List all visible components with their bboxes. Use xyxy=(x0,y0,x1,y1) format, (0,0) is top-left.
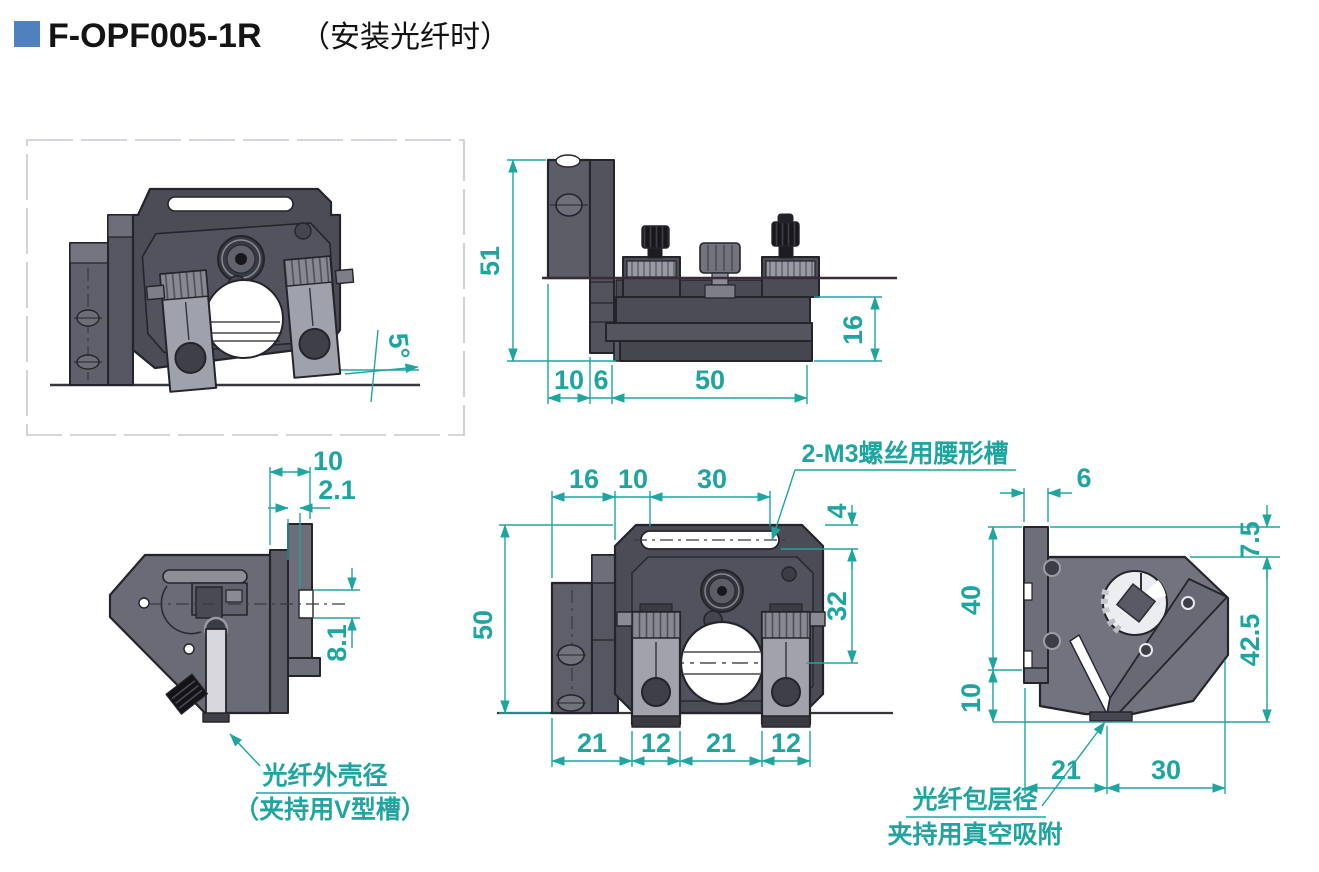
dim-front-12b: 12 xyxy=(771,728,801,758)
side-left-clamp xyxy=(622,225,681,298)
front-left-screw xyxy=(616,611,633,627)
left-callout: 光纤外壳径 （夹持用V型槽） xyxy=(229,733,426,824)
right-flange xyxy=(1023,526,1049,684)
dim-front-16: 16 xyxy=(569,464,599,494)
view-front: 50 16 10 30 4 32 xyxy=(468,439,1016,767)
iso-column-cap xyxy=(107,214,134,238)
callout-fiber-clad: 光纤包层径 xyxy=(911,785,1037,814)
left-mount-tab xyxy=(150,523,345,677)
side-left-knob xyxy=(641,225,670,249)
dim-right-10: 10 xyxy=(956,683,986,713)
callout-slot: 2-M3螺丝用腰形槽 xyxy=(802,439,1009,468)
dim-left-wall: 2.1 xyxy=(318,475,356,505)
dim-right-6: 6 xyxy=(1076,463,1091,493)
iso-left-screw xyxy=(145,284,166,301)
dim-side-height: 51 xyxy=(475,246,505,276)
left-knurl-knob xyxy=(165,673,208,715)
side-bracket xyxy=(546,154,592,280)
view-left-side: 10 2.1 8.1 光纤外壳径 （夹持用V型槽） xyxy=(108,446,426,824)
view-right-side: 6 7.5 42.5 40 10 21 30 光纤包 xyxy=(887,463,1280,849)
callout-vacuum-note: 夹持用真空吸附 xyxy=(887,820,1062,849)
dim-right-30: 30 xyxy=(1151,755,1181,785)
side-right-clamp xyxy=(761,213,820,298)
dim-front-10: 10 xyxy=(618,464,648,494)
left-back-plate xyxy=(269,549,289,714)
iso-bracket xyxy=(69,242,109,386)
front-bracket xyxy=(550,581,594,715)
dim-side-base-height: 16 xyxy=(838,315,868,345)
left-hole-lower xyxy=(183,643,195,655)
view-side: 51 16 10 6 50 xyxy=(475,154,897,404)
title-block: F-OPF005-1R （安装光纤时） xyxy=(14,17,510,55)
left-hole-upper xyxy=(138,597,150,609)
title-bullet-icon xyxy=(14,21,40,47)
dim-left-tab-width: 10 xyxy=(313,446,343,476)
dim-right-40: 40 xyxy=(956,585,986,615)
right-vacuum-foot xyxy=(1089,711,1133,722)
iso-kidney-slot xyxy=(167,196,294,212)
front-dims: 50 16 10 30 4 32 xyxy=(468,464,858,767)
dim-front-height: 50 xyxy=(468,610,498,640)
left-vgroove-bar xyxy=(205,628,227,720)
dim-front-21a: 21 xyxy=(577,728,607,758)
side-dims: 51 16 10 6 50 xyxy=(475,159,882,404)
left-dims: 10 2.1 8.1 xyxy=(268,446,360,662)
left-clamp-mechanism xyxy=(160,582,248,635)
callout-fiber-shell-note: （夹持用V型槽） xyxy=(234,795,426,824)
right-port xyxy=(1100,570,1168,636)
front-right-screw xyxy=(809,611,826,627)
dim-right-42-5: 42.5 xyxy=(1235,614,1265,667)
front-corner-hole xyxy=(781,566,797,582)
dim-left-notch-height: 8.1 xyxy=(322,624,352,662)
dim-front-32: 32 xyxy=(822,591,852,621)
right-plate-hole-upper xyxy=(1181,596,1195,610)
dim-front-12a: 12 xyxy=(641,728,671,758)
view-isometric: 5° xyxy=(26,139,465,436)
front-left-arm xyxy=(616,603,682,728)
dim-right-7-5: 7.5 xyxy=(1235,521,1265,559)
front-fiber-port xyxy=(636,620,806,706)
slot-callout: 2-M3螺丝用腰形槽 xyxy=(771,439,1016,541)
left-vgroove-cap xyxy=(202,712,230,723)
side-column xyxy=(589,159,615,354)
dim-front-21b: 21 xyxy=(706,728,736,758)
front-lens xyxy=(700,569,744,630)
callout-fiber-shell: 光纤外壳径 xyxy=(261,761,387,790)
iso-angle-annotation: 5° xyxy=(341,329,419,403)
iso-left-arm xyxy=(159,269,218,393)
left-cylinder xyxy=(162,569,248,584)
page-title: F-OPF005-1R xyxy=(48,17,262,55)
side-center-knob xyxy=(699,242,741,299)
right-dims: 6 7.5 42.5 40 10 21 30 xyxy=(956,463,1280,794)
page-title-note: （安装光纤时） xyxy=(300,21,510,54)
right-hole-upper xyxy=(1043,559,1061,577)
front-right-arm xyxy=(760,603,826,728)
dim-side-gap: 6 xyxy=(593,365,608,395)
right-hole-lower xyxy=(1043,632,1061,650)
dim-tilt-angle: 5° xyxy=(383,332,416,361)
right-plate-hole-lower xyxy=(1139,643,1153,657)
iso-right-arm xyxy=(283,255,342,379)
vacuum-callout: 光纤包层径 夹持用真空吸附 xyxy=(887,721,1106,849)
iso-corner-hole xyxy=(294,222,312,240)
iso-column xyxy=(107,214,134,386)
dim-front-4: 4 xyxy=(822,503,852,518)
dim-side-offset: 10 xyxy=(554,365,584,395)
side-right-knob xyxy=(771,221,800,247)
iso-right-screw xyxy=(334,268,355,285)
dim-side-length: 50 xyxy=(695,365,725,395)
iso-fiber-port xyxy=(204,279,284,359)
dim-front-30: 30 xyxy=(697,464,727,494)
